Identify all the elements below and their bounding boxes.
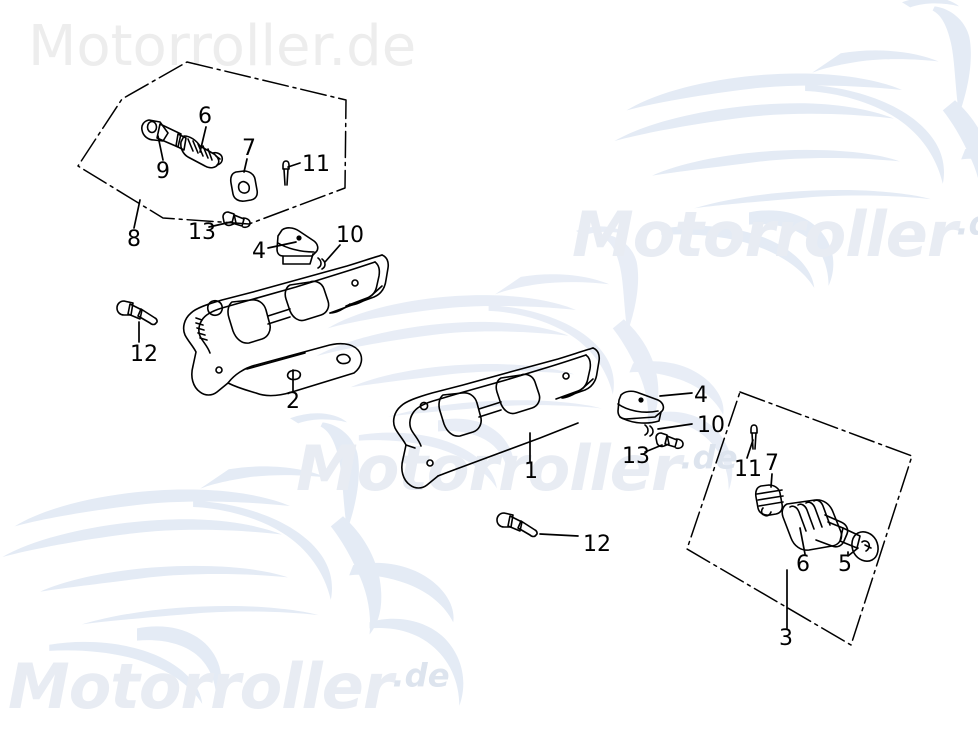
- callout-11-left: 11: [302, 152, 330, 177]
- callout-7-right: 7: [765, 451, 779, 476]
- part-10-clip-retainer-right: [644, 424, 654, 437]
- callout-12-right: 12: [583, 532, 611, 557]
- callout-13-left: 13: [188, 220, 216, 245]
- part-13-hex-screw-left: [222, 211, 251, 229]
- group-box-3: [686, 391, 913, 646]
- part-7-spring-bushing-left: [229, 170, 259, 202]
- part-1-footrest-bracket-right: [392, 347, 601, 489]
- part-4-rubber-stopper-left: [276, 227, 319, 265]
- callout-3: 3: [779, 626, 793, 651]
- part-12-flange-bolt-left: [116, 300, 158, 326]
- callout-4-left: 4: [252, 239, 266, 264]
- callout-8: 8: [127, 227, 141, 252]
- part-10-clip-retainer-left: [317, 257, 326, 270]
- part-2-footrest-bracket-left: [182, 254, 390, 397]
- callout-6-left: 6: [198, 104, 212, 129]
- callout-2: 2: [286, 389, 300, 414]
- part-12-flange-bolt-right: [496, 512, 538, 538]
- part-13-hex-screw-right: [655, 432, 684, 450]
- leader-lines: [133, 126, 859, 629]
- callout-13-right: 13: [622, 444, 650, 469]
- part-7-spring-bushing-right: [754, 484, 784, 517]
- part-6-footpeg-rubber-right: [781, 499, 849, 551]
- callout-9: 9: [156, 159, 170, 184]
- callout-6-right: 6: [796, 552, 810, 577]
- group-box-8: [77, 61, 347, 225]
- part-9-footpeg-pivot-arm: [141, 119, 224, 169]
- callout-11-right: 11: [734, 457, 762, 482]
- callout-5: 5: [838, 552, 852, 577]
- callout-10-right: 10: [697, 413, 725, 438]
- part-4-rubber-stopper-right: [617, 390, 665, 424]
- callout-7-left: 7: [242, 136, 256, 161]
- callout-1: 1: [524, 459, 538, 484]
- callout-12-left: 12: [130, 342, 158, 367]
- callout-10-left: 10: [336, 223, 364, 248]
- callout-4-right: 4: [694, 383, 708, 408]
- part-11-split-pin-left: [282, 160, 290, 186]
